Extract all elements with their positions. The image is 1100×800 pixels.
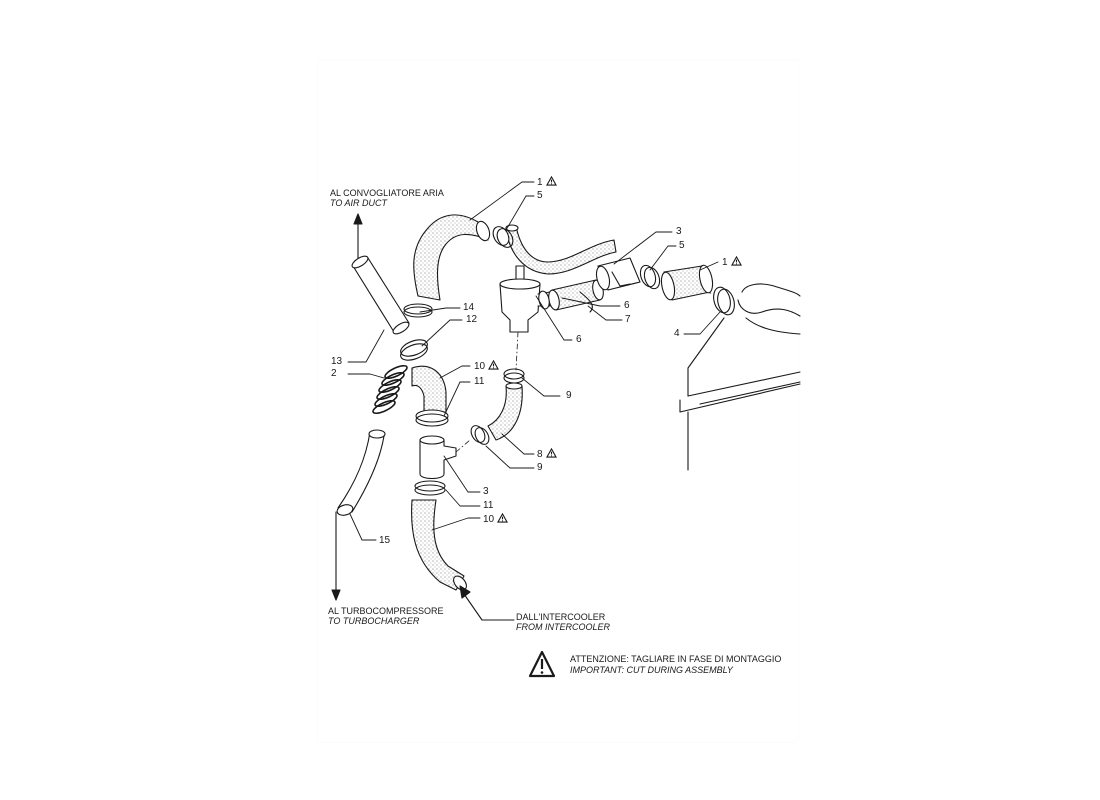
to-air-duct-caption: AL CONVOGLIATORE ARIA TO AIR DUCT bbox=[330, 188, 444, 208]
callout-number: 3 bbox=[676, 226, 682, 237]
note-text-en: IMPORTANT: CUT DURING ASSEMBLY bbox=[570, 665, 733, 675]
clamp-11-upper bbox=[415, 409, 449, 427]
callout-number: 14 bbox=[463, 302, 475, 313]
callout-6-upper: 6 bbox=[624, 300, 630, 311]
callout-number: 1 bbox=[537, 177, 543, 188]
callout-10-lower: 10 bbox=[483, 513, 509, 525]
callout-13: 13 bbox=[331, 356, 342, 367]
callout-number: 10 bbox=[483, 514, 495, 525]
callout-5-right: 5 bbox=[679, 240, 685, 251]
callout-number: 11 bbox=[474, 376, 485, 387]
clamp-5-upper bbox=[492, 226, 514, 248]
clamp-12 bbox=[400, 339, 428, 361]
callout-number: 9 bbox=[566, 390, 572, 401]
tee-3-upper bbox=[595, 257, 641, 291]
turbocharger-arrow bbox=[331, 511, 341, 601]
callout-5-upper: 5 bbox=[537, 190, 543, 201]
callout-number: 5 bbox=[537, 190, 543, 201]
callout-3-lower: 3 bbox=[483, 486, 489, 497]
warning-icon bbox=[730, 256, 742, 266]
callout-15: 15 bbox=[379, 535, 390, 546]
callout-number: 2 bbox=[331, 368, 337, 379]
callout-number: 13 bbox=[331, 356, 343, 367]
callout-11-lower: 11 bbox=[483, 500, 493, 511]
callout-number: 15 bbox=[379, 535, 391, 546]
from-intercooler-caption: DALL'INTERCOOLER FROM INTERCOOLER bbox=[516, 612, 610, 632]
callout-7: 7 bbox=[625, 314, 631, 325]
to-turbo-it: AL TURBOCOMPRESSORE bbox=[328, 606, 444, 616]
callout-12: 12 bbox=[466, 314, 477, 325]
callout-number: 1 bbox=[722, 257, 728, 268]
note-icon-spacer bbox=[530, 652, 562, 678]
tube-6-7 bbox=[538, 279, 604, 313]
callout-number: 8 bbox=[537, 449, 543, 460]
callout-11-upper: 11 bbox=[474, 376, 484, 387]
callout-1-upper: 1 bbox=[537, 176, 557, 188]
callout-10-upper: 10 bbox=[474, 360, 500, 372]
clamp-9-upper bbox=[503, 368, 525, 384]
warning-triangle-icon bbox=[528, 650, 556, 678]
pipe-15 bbox=[336, 429, 386, 516]
clamp-9-lower bbox=[470, 425, 490, 445]
hose-1-elbow bbox=[413, 214, 491, 301]
callout-number: 5 bbox=[679, 240, 685, 251]
callout-6-lower: 6 bbox=[576, 334, 582, 345]
from-inter-en: FROM INTERCOOLER bbox=[516, 622, 611, 632]
spring-2 bbox=[372, 364, 408, 415]
callout-2: 2 bbox=[331, 368, 337, 379]
callout-number: 11 bbox=[483, 500, 494, 511]
assembly-note: ATTENZIONE: TAGLIARE IN FASE DI MONTAGGI… bbox=[530, 652, 781, 678]
air-duct-arrow bbox=[353, 213, 363, 259]
callout-8: 8 bbox=[537, 448, 557, 460]
coupling-1-right bbox=[660, 264, 714, 301]
from-inter-it: DALL'INTERCOOLER bbox=[516, 612, 606, 622]
hose-10-lower bbox=[411, 499, 467, 591]
to-turbo-en: TO TURBOCHARGER bbox=[328, 616, 420, 626]
note-text: ATTENZIONE: TAGLIARE IN FASE DI MONTAGGI… bbox=[570, 654, 781, 676]
callout-3-upper: 3 bbox=[676, 226, 682, 237]
diagram-sheet bbox=[318, 60, 798, 742]
clamp-11-lower bbox=[414, 480, 446, 496]
warning-icon bbox=[497, 513, 509, 523]
leader-lines bbox=[347, 181, 721, 541]
callout-number: 3 bbox=[483, 486, 489, 497]
callout-number: 4 bbox=[674, 328, 680, 339]
engine-housing bbox=[679, 283, 801, 471]
callout-number: 10 bbox=[474, 361, 486, 372]
clamp-4 bbox=[713, 286, 735, 316]
callout-9-lower: 9 bbox=[537, 462, 543, 473]
note-text-it: ATTENZIONE: TAGLIARE IN FASE DI MONTAGGI… bbox=[570, 654, 782, 664]
callout-number: 9 bbox=[537, 462, 543, 473]
warning-icon bbox=[545, 448, 557, 458]
callout-4: 4 bbox=[674, 328, 680, 339]
intercooler-arrow bbox=[459, 585, 515, 621]
warning-icon bbox=[488, 360, 500, 370]
callout-number: 12 bbox=[466, 314, 478, 325]
hose-10-elbow bbox=[411, 365, 447, 413]
clamp-5-right bbox=[639, 264, 661, 290]
callout-number: 6 bbox=[624, 300, 630, 311]
callout-14: 14 bbox=[463, 302, 474, 313]
to-air-duct-en: TO AIR DUCT bbox=[330, 198, 388, 208]
callout-9-upper: 9 bbox=[566, 390, 572, 401]
callout-number: 6 bbox=[576, 334, 582, 345]
hose-8-elbow bbox=[487, 382, 523, 441]
to-air-duct-it: AL CONVOGLIATORE ARIA bbox=[330, 188, 444, 198]
pipe-13 bbox=[351, 255, 410, 335]
vacuum-hose bbox=[505, 224, 617, 275]
callout-number: 7 bbox=[625, 314, 631, 325]
tee-3-lower bbox=[419, 435, 457, 480]
to-turbo-caption: AL TURBOCOMPRESSORE TO TURBOCHARGER bbox=[328, 606, 444, 626]
callout-1-right: 1 bbox=[722, 256, 742, 268]
warning-icon bbox=[545, 176, 557, 186]
